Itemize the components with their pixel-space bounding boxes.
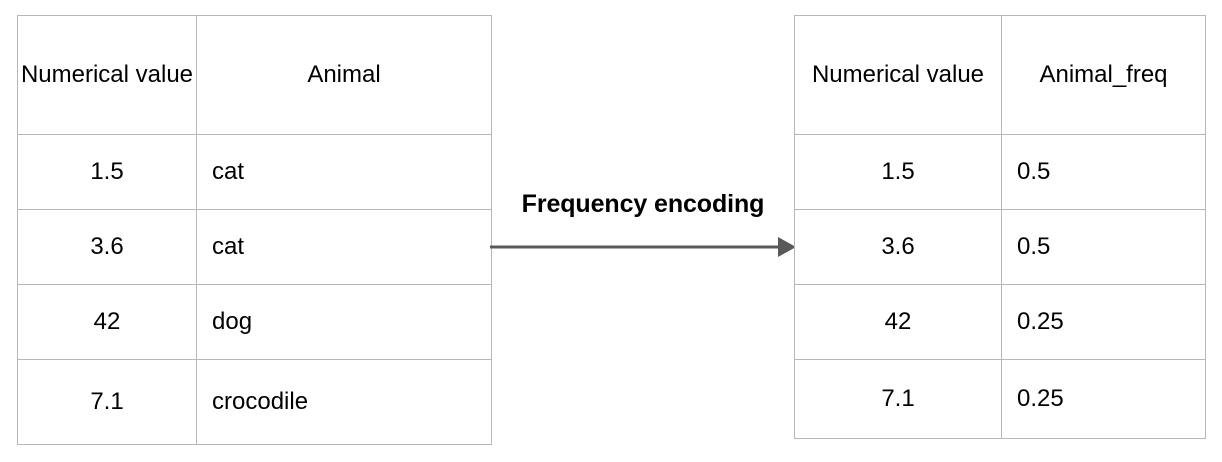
cell-numerical-value: 7.1 [17,359,197,445]
table-row: 1.5 cat [17,134,492,210]
table-row: 7.1 crocodile [17,359,492,445]
cell-animal-freq: 0.5 [1001,134,1206,210]
table-row: 3.6 0.5 [794,209,1206,285]
cell-animal: cat [196,209,492,285]
column-header-animal: Animal [196,15,492,135]
cell-animal: dog [196,284,492,360]
cell-numerical-value: 42 [794,284,1002,360]
cell-animal-freq: 0.25 [1001,359,1206,439]
original-data-table: Numerical value Animal 1.5 cat 3.6 cat 4… [17,15,492,445]
frequency-encoded-table: Numerical value Animal_freq 1.5 0.5 3.6 … [794,15,1206,439]
cell-numerical-value: 3.6 [17,209,197,285]
table-header-row: Numerical value Animal [17,15,492,135]
cell-numerical-value: 3.6 [794,209,1002,285]
cell-numerical-value: 7.1 [794,359,1002,439]
table-row: 7.1 0.25 [794,359,1206,439]
table-row: 3.6 cat [17,209,492,285]
cell-numerical-value: 1.5 [794,134,1002,210]
table-row: 42 dog [17,284,492,360]
table-header-row: Numerical value Animal_freq [794,15,1206,135]
cell-numerical-value: 1.5 [17,134,197,210]
cell-animal-freq: 0.25 [1001,284,1206,360]
column-header-numerical-value: Numerical value [794,15,1002,135]
right-arrow-icon [490,237,796,257]
cell-animal: crocodile [196,359,492,445]
column-header-animal-freq: Animal_freq [1001,15,1206,135]
table-row: 1.5 0.5 [794,134,1206,210]
transform-label: Frequency encoding [521,190,765,218]
column-header-numerical-value: Numerical value [17,15,197,135]
cell-animal-freq: 0.5 [1001,209,1206,285]
table-row: 42 0.25 [794,284,1206,360]
cell-numerical-value: 42 [17,284,197,360]
cell-animal: cat [196,134,492,210]
